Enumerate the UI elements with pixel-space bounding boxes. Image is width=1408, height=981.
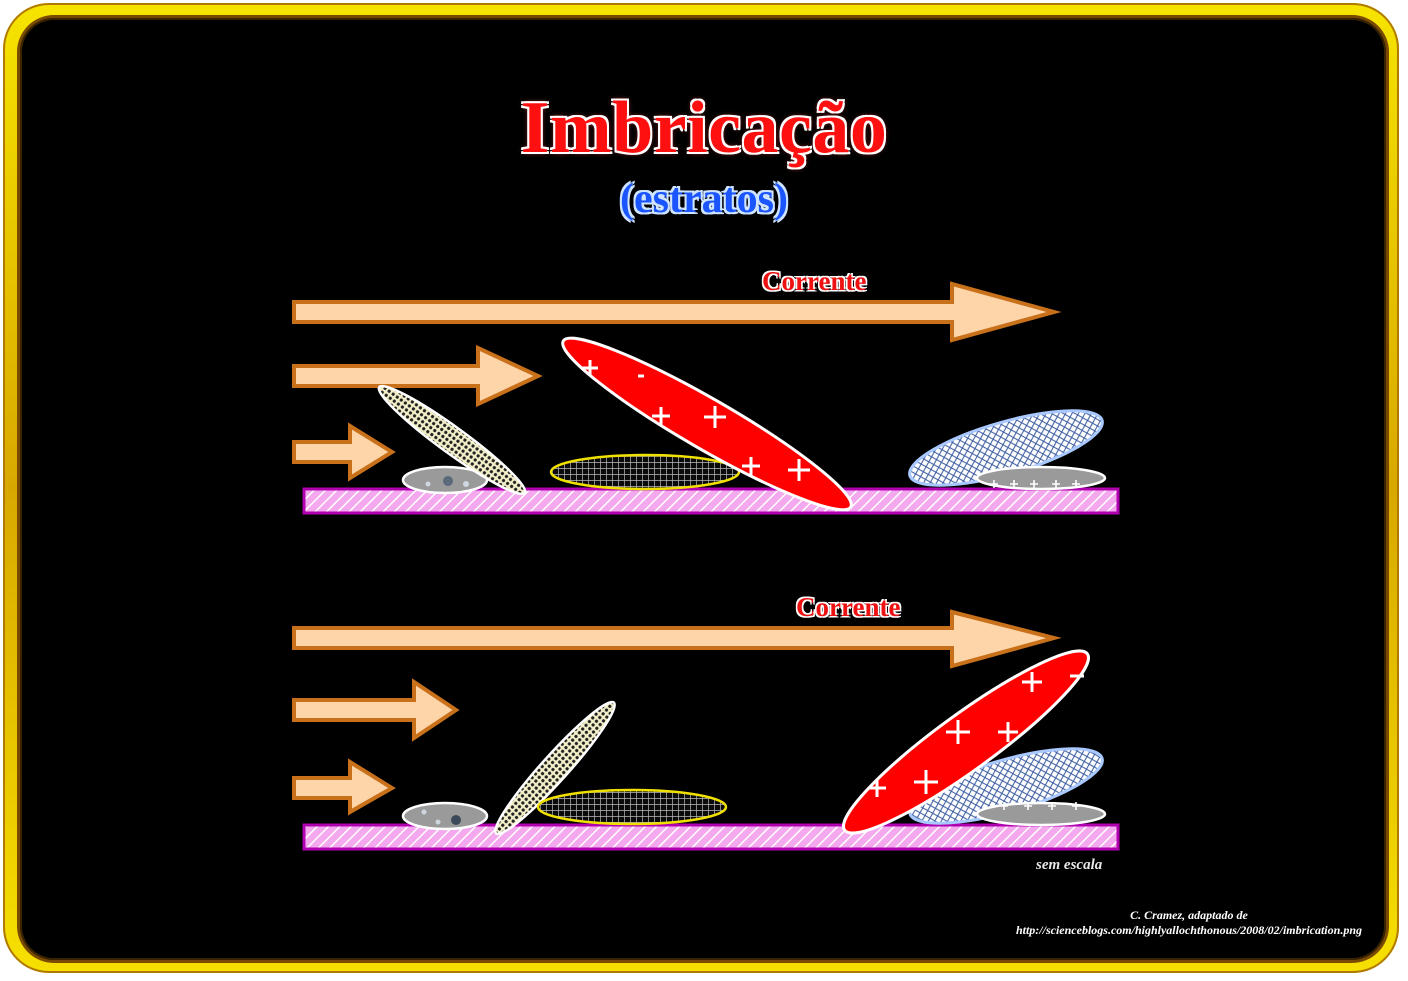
credit-line-author: C. Cramez, adaptado de bbox=[1130, 908, 1248, 922]
gray-clast-cross-marks bbox=[990, 480, 1080, 488]
pebble-spot bbox=[435, 819, 441, 825]
red-clast-cross-marks bbox=[582, 360, 810, 481]
sediment-bed bbox=[302, 487, 1120, 515]
gray-flat-clast bbox=[975, 801, 1107, 827]
pebble-spot bbox=[451, 815, 461, 825]
gray-clast-cross-marks bbox=[1000, 802, 1080, 810]
dark-grid-flat-clast bbox=[536, 788, 728, 826]
pebble-spot bbox=[443, 476, 453, 486]
red-tilted-clast bbox=[842, 649, 1090, 835]
sediment-bed bbox=[302, 823, 1120, 851]
pebble-spot bbox=[463, 481, 469, 487]
gray-flat-clast bbox=[975, 465, 1107, 491]
page-subtitle: (estratos) bbox=[620, 176, 788, 222]
bottom-panel bbox=[292, 609, 1120, 851]
current-label-top: Corrente bbox=[762, 266, 867, 296]
current-label-bottom: Corrente bbox=[796, 592, 901, 622]
scale-note: sem escala bbox=[1036, 857, 1103, 873]
page-title: Imbricação bbox=[520, 87, 888, 169]
dotted-tilted-clast bbox=[377, 384, 527, 496]
pebble-spot bbox=[421, 809, 427, 815]
credit-block: C. Cramez, adaptado de http://scienceblo… bbox=[1016, 908, 1362, 938]
red-clast-cross-marks bbox=[868, 672, 1084, 797]
current-arrow-medium bbox=[292, 678, 460, 742]
red-tilted-clast bbox=[561, 336, 853, 512]
pebble-spot bbox=[425, 481, 431, 487]
current-arrow-small bbox=[292, 422, 396, 482]
current-arrow-large bbox=[292, 281, 1062, 343]
dark-grid-flat-clast bbox=[549, 453, 741, 491]
current-arrow-large bbox=[292, 609, 1062, 669]
dotted-tilted-clast bbox=[494, 700, 616, 836]
gray-pebble-clast bbox=[401, 801, 489, 831]
top-panel bbox=[292, 281, 1120, 515]
credit-line-url: http://scienceblogs.com/highlyallochthon… bbox=[1015, 923, 1362, 937]
current-arrow-small bbox=[292, 758, 396, 816]
current-arrow-medium bbox=[292, 344, 543, 408]
